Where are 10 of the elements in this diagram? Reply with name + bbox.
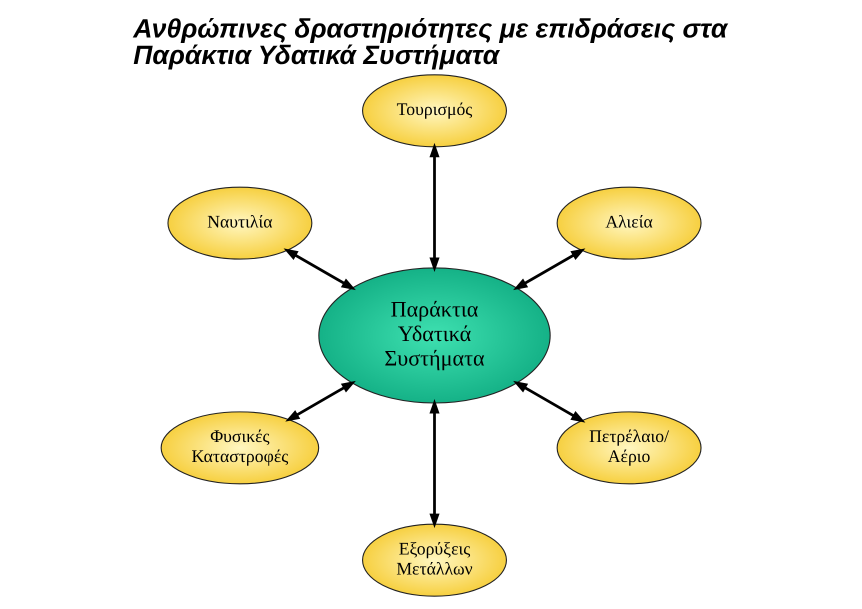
arrow bbox=[284, 248, 356, 290]
arrow bbox=[513, 380, 586, 423]
node-ellipse: Τουρισμός bbox=[362, 74, 507, 148]
arrow bbox=[285, 380, 356, 422]
diagram-title: Ανθρώπινες δραστηριότητες με επιδράσεις στα Παράκτια Υδατικά Συστήματα bbox=[133, 13, 728, 70]
arrow bbox=[513, 248, 586, 290]
node-ellipse: Εξορύξεις Μετάλλων bbox=[362, 524, 507, 597]
arrow bbox=[429, 142, 440, 272]
node-ellipse: Παράκτια Υδατικά Συστήματα bbox=[318, 267, 551, 404]
arrow bbox=[429, 399, 440, 528]
